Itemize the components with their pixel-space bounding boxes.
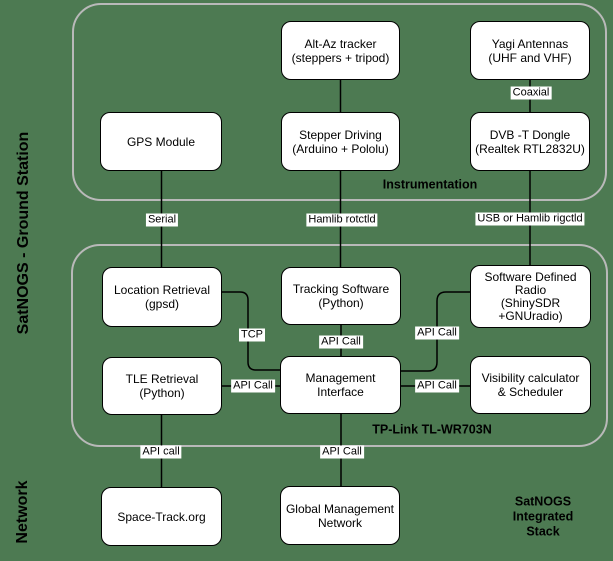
- node-label: Location Retrieval (gpsd): [113, 283, 211, 311]
- node-management-interface: Management Interface: [280, 356, 401, 414]
- node-label: Space-Track.org: [117, 509, 206, 524]
- node-location-retrieval: Location Retrieval (gpsd): [102, 267, 222, 327]
- edge-label-api-call-tle: API Call: [231, 379, 275, 393]
- node-label: DVB -T Dongle (Realtek RTL2832U): [475, 127, 585, 156]
- router-caption: TP-Link TL-WR703N: [372, 422, 492, 437]
- edge-label-coaxial: Coaxial: [510, 86, 552, 100]
- edge-label-tcp: TCP: [239, 328, 265, 342]
- edge-label-serial: Serial: [145, 213, 179, 227]
- node-tle-retrieval: TLE Retrieval (Python): [102, 357, 222, 415]
- instrumentation-caption: Instrumentation: [382, 177, 478, 192]
- edge-label-api-call-visibility: API Call: [415, 379, 459, 393]
- node-tracking-software: Tracking Software (Python): [281, 267, 401, 325]
- node-space-track: Space-Track.org: [101, 487, 222, 546]
- edge-label-api-call-sdr: API Call: [415, 326, 459, 340]
- edge-label-api-call-gmn: API Call: [320, 445, 364, 459]
- node-label: Global Management Network: [285, 501, 395, 530]
- node-label: GPS Module: [126, 134, 196, 149]
- edge-label-hamlib-rotctld: Hamlib rotctld: [306, 213, 378, 227]
- integrated-stack-caption: SatNOGS Integrated Stack: [512, 494, 574, 539]
- node-label: Stepper Driving (Arduino + Pololu): [292, 127, 389, 156]
- node-label: Management Interface: [305, 371, 376, 399]
- node-global-management-network: Global Management Network: [280, 486, 400, 545]
- node-label: Software Defined Radio (ShinySDR +GNUrad…: [484, 269, 577, 323]
- node-software-defined-radio: Software Defined Radio (ShinySDR +GNUrad…: [470, 265, 591, 328]
- node-gps-module: GPS Module: [100, 112, 222, 171]
- node-alt-az-tracker: Alt-Az tracker (steppers + tripod): [281, 21, 400, 80]
- node-visibility-calculator: Visibility calculator & Scheduler: [470, 356, 591, 414]
- node-stepper-driving: Stepper Driving (Arduino + Pololu): [281, 112, 400, 171]
- edge-label-api-call-tracking: API Call: [319, 335, 363, 349]
- node-label: Yagi Antennas (UHF and VHF): [488, 36, 572, 65]
- node-yagi-antennas: Yagi Antennas (UHF and VHF): [470, 21, 590, 80]
- node-dvbt-dongle: DVB -T Dongle (Realtek RTL2832U): [470, 112, 590, 171]
- network-sidebar-label: Network: [14, 480, 31, 544]
- ground-station-sidebar-label: SatNOGS - Ground Station: [15, 131, 32, 335]
- node-label: Tracking Software (Python): [292, 282, 390, 310]
- edge-label-usb-rigctld: USB or Hamlib rigctld: [475, 212, 585, 226]
- node-label: TLE Retrieval (Python): [125, 372, 199, 400]
- edge-label-api-call-spacetrack: API call: [140, 445, 182, 459]
- node-label: Alt-Az tracker (steppers + tripod): [291, 36, 390, 65]
- instrumentation-container: [72, 3, 607, 201]
- node-label: Visibility calculator & Scheduler: [481, 371, 580, 399]
